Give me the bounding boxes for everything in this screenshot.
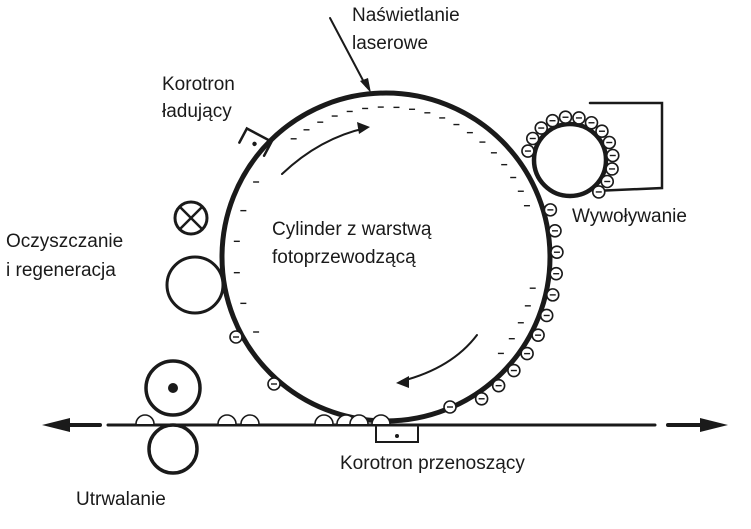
toner-particle-developer [605, 162, 619, 176]
charging-label-line1: Korotron [162, 74, 235, 95]
toner-particle-developer [545, 113, 560, 128]
toner-particle-drum [548, 224, 562, 238]
laser-arrow-head [360, 78, 371, 93]
paper-feed-arrow-head [700, 418, 728, 432]
rotation-arrow-bottom-head [396, 376, 409, 388]
laser-label-line1: Naświetlanie [352, 5, 460, 26]
surface-charges [233, 106, 536, 355]
developing-label: Wywoływanie [572, 206, 687, 227]
toner-particle-developer [595, 124, 609, 139]
charging-corotron [238, 126, 274, 158]
cylinder-label-line1: Cylinder z warstwą [272, 219, 432, 240]
cleaning-label-line2: i regeneracja [6, 260, 116, 281]
toner-particle-drum [507, 363, 521, 378]
toner-particle-drum [550, 245, 564, 260]
toner-particle-residual [267, 377, 281, 391]
toner-particle-drum [545, 288, 560, 302]
toner-particle-developer [534, 121, 549, 135]
fuser-bottom-roller [147, 423, 199, 475]
toner-particle-developer [558, 110, 573, 125]
cylinder-label-line2: fotoprzewodzącą [272, 247, 416, 268]
laser-arrow [329, 17, 367, 87]
rotation-arrow-bottom [401, 334, 478, 382]
toner-particle-developer [521, 144, 535, 158]
rotation-arrow-top [281, 127, 367, 175]
transfer-label: Korotron przenoszący [340, 453, 525, 474]
toner-particle-drum [539, 308, 554, 323]
toner-particle-developer [602, 135, 617, 150]
toner-on-paper [135, 414, 391, 425]
toner-hopper [588, 101, 664, 193]
toner-particle-developer [591, 185, 606, 199]
toner-particle-developer [600, 174, 615, 189]
toner-particle-drum [543, 203, 558, 217]
toner-particle-drum [520, 346, 534, 361]
developer-roller [531, 121, 609, 199]
toner-particles [229, 110, 620, 414]
charging-label-line2: ładujący [162, 101, 232, 122]
toner-particle-residual [229, 330, 243, 344]
cleaning-label-line1: Oczyszczanie [6, 231, 124, 252]
toner-particle-developer [584, 115, 599, 130]
laser-label-line2: laserowe [352, 33, 429, 54]
cleaning-roller [165, 255, 225, 315]
toner-particle-drum [443, 400, 457, 414]
toner-particle-developer [525, 131, 540, 146]
toner-particle-drum [531, 328, 545, 342]
fusing-label: Utrwalanie [76, 489, 166, 510]
toner-particle-drum [474, 391, 489, 406]
toner-particle-drum [491, 378, 506, 393]
rotation-arrow-top-head [357, 122, 370, 134]
toner-particle-developer [605, 148, 620, 163]
toner-particle-drum [549, 266, 563, 281]
transfer-corotron [375, 426, 419, 443]
paper-exit-arrow-head [42, 418, 70, 432]
toner-particle-developer [572, 111, 586, 125]
